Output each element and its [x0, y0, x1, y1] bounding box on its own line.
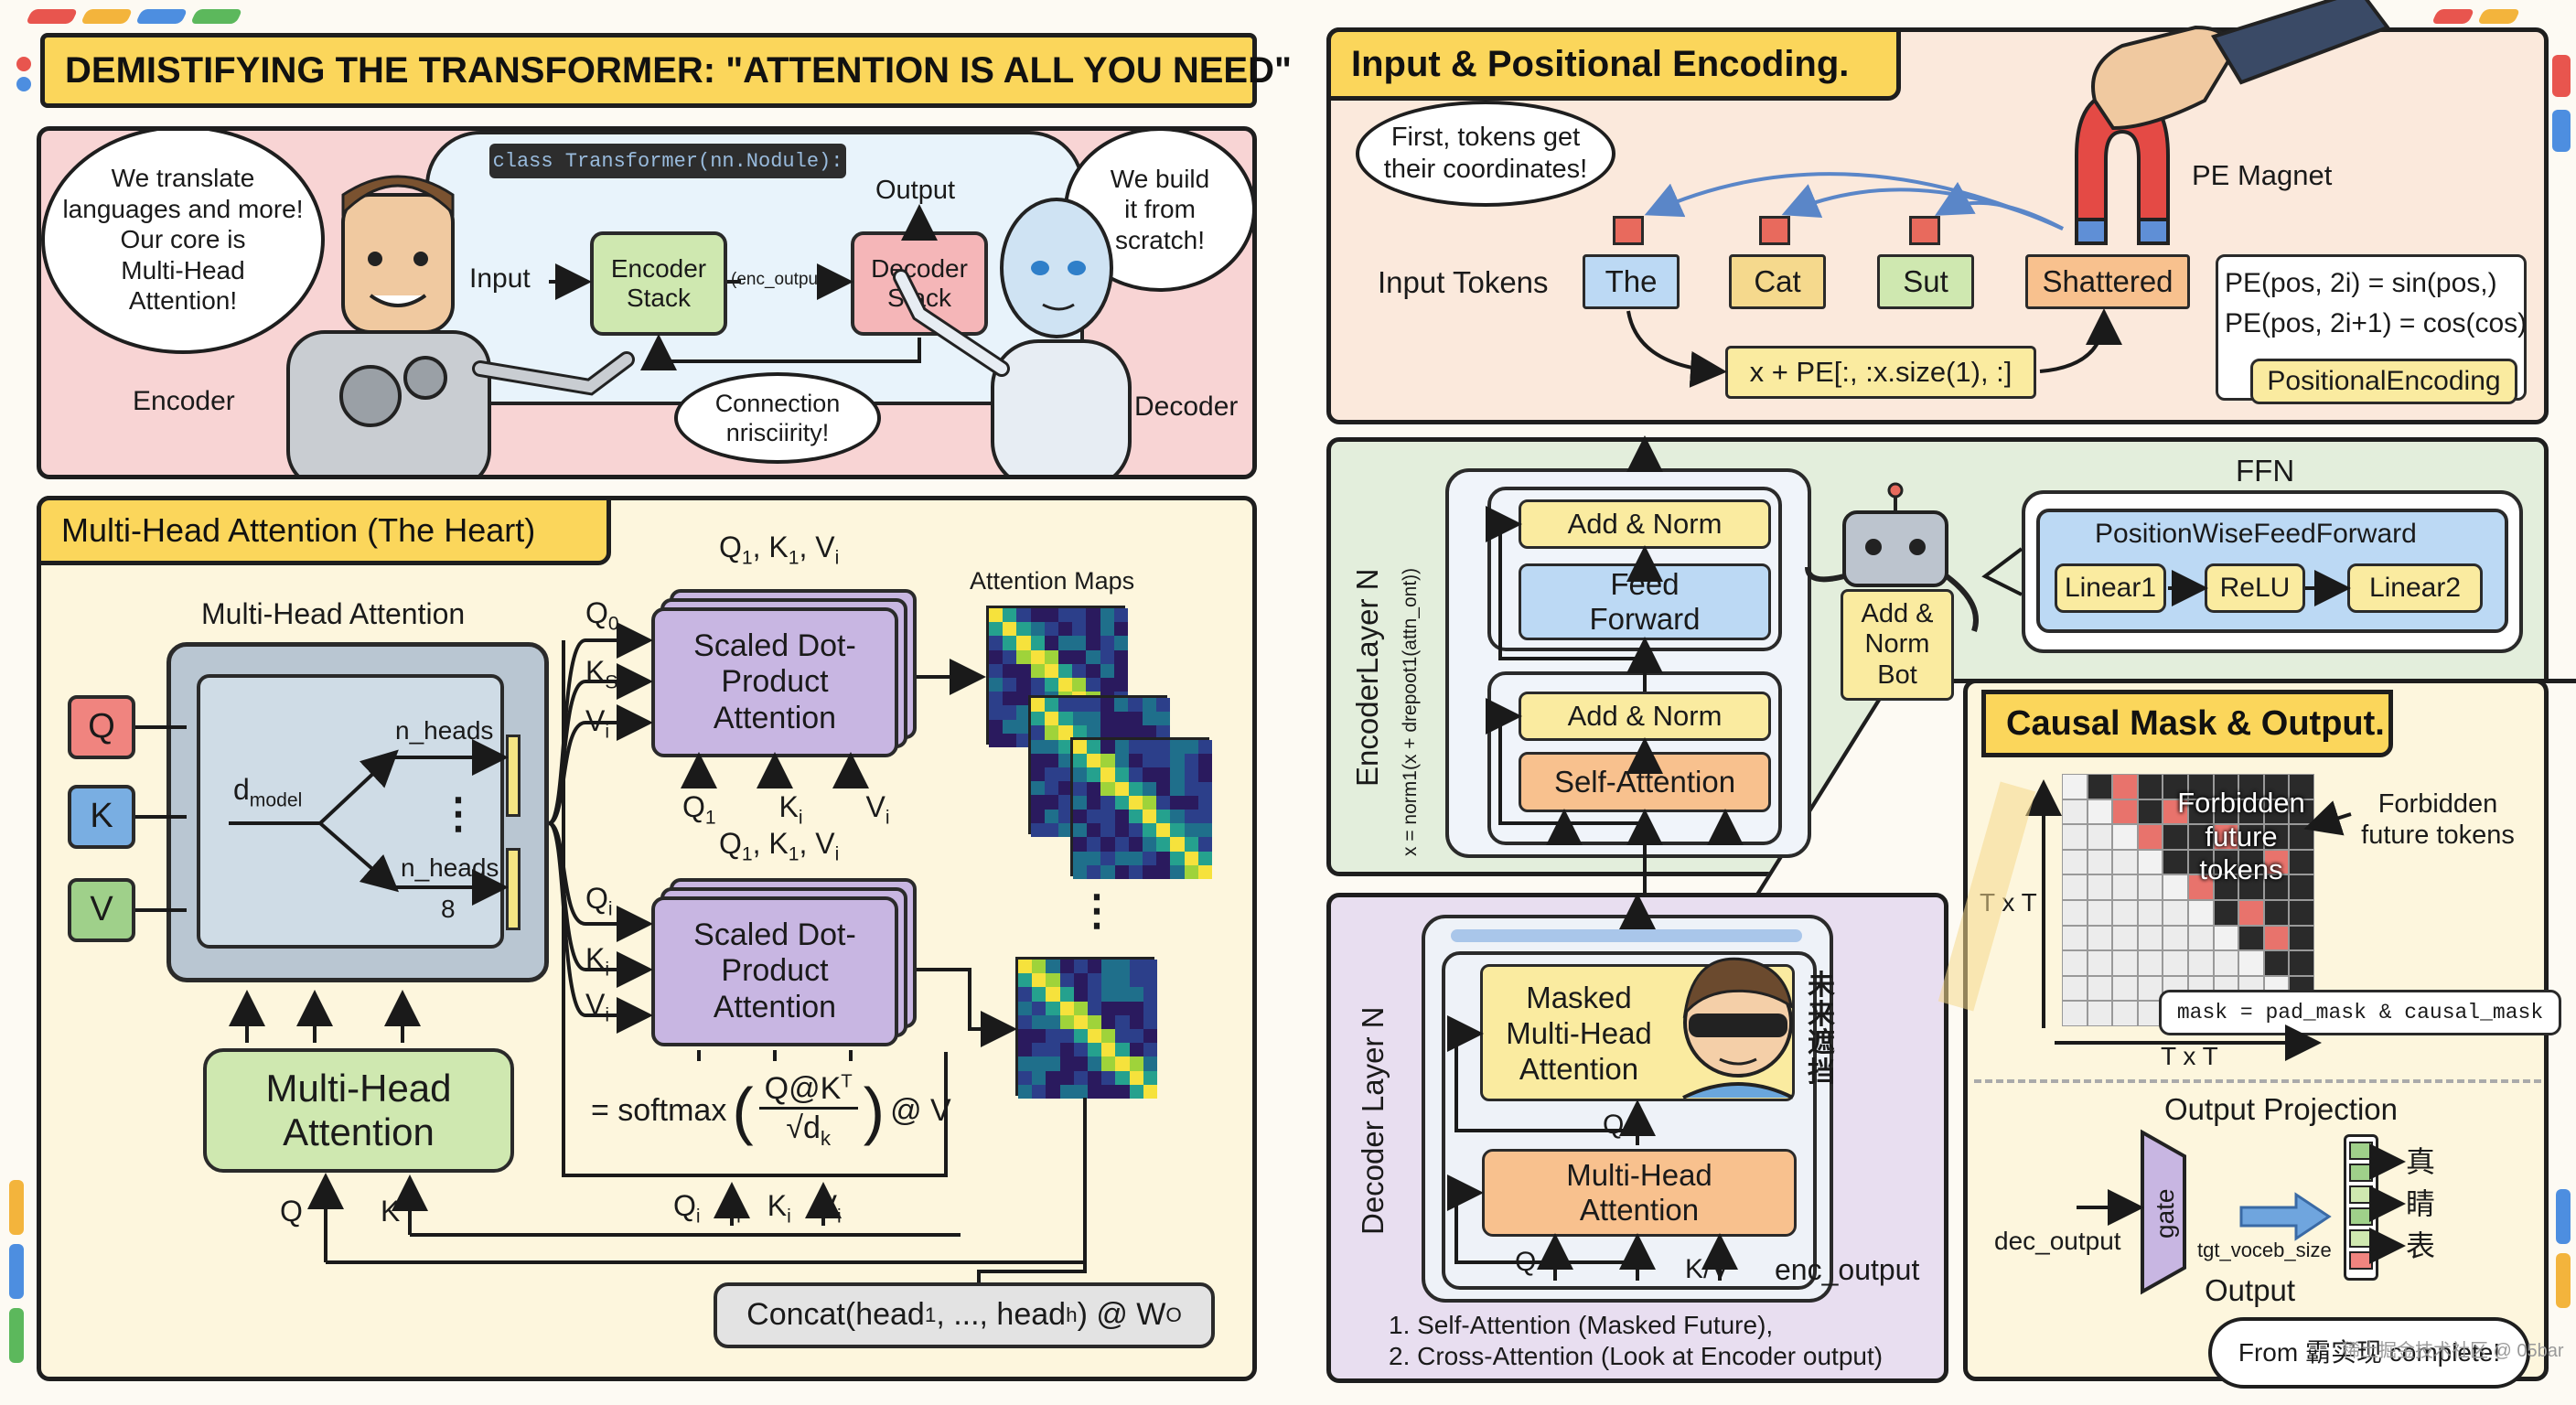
sdpa-bottom[interactable]: Scaled Dot- Product Attention — [651, 896, 898, 1046]
encoder-robot — [286, 175, 1132, 475]
encoder-self-attention[interactable]: Self-Attention — [1519, 752, 1771, 812]
softmax-formula: = softmax ( Q@KT √dk ) @ V — [591, 1071, 951, 1150]
encoder-label: Encoder — [133, 386, 235, 416]
corner-confetti-decoration — [9, 9, 2571, 1363]
attention-map — [1015, 957, 1157, 1099]
pe-cube-3 — [1909, 216, 1940, 245]
pe-cube-2 — [1759, 216, 1790, 245]
ffn-class-label: PositionWiseFeedForward — [2095, 519, 2417, 549]
head-top-bottom-labels: Q1 Ki Vi — [682, 790, 890, 829]
code-label: class Transformer(nn.Nodule): — [489, 144, 846, 178]
decoder-label: Decoder — [1134, 391, 1239, 422]
bottom-q-label: Q — [280, 1195, 303, 1228]
decoder-mha[interactable]: Multi-Head Attention — [1482, 1149, 1797, 1237]
attention-map — [1070, 737, 1212, 879]
output-projection-label: Output Projection — [2164, 1092, 2398, 1126]
output-label-bottom: Output — [2205, 1273, 2296, 1307]
attention-maps-label: Attention Maps — [970, 567, 1135, 595]
causal-title: Causal Mask & Output. — [1981, 690, 2393, 757]
from-complete-bubble: From 霸实现 complete! — [2208, 1317, 2530, 1389]
mha-module-box[interactable] — [166, 642, 549, 982]
ffn-relu[interactable]: ReLU — [2205, 563, 2305, 613]
out-char-1: 真 — [2406, 1145, 2436, 1178]
sdpa-top[interactable]: Scaled Dot- Product Attention — [651, 607, 898, 757]
eight-label: 8 — [441, 895, 456, 923]
magnet-hand-icon — [2075, 0, 2391, 245]
encoder-add-norm-2[interactable]: Add & Norm — [1519, 692, 1771, 741]
pe-class-box[interactable]: PositionalEncoding — [2250, 359, 2517, 404]
mha-title: Multi-Head Attention (The Heart) — [37, 496, 611, 565]
main-title: DEMISTIFYING THE TRANSFORMER: "ATTENTION… — [40, 33, 1292, 108]
intro-panel: class Transformer(nn.Nodule): Input Enco… — [37, 126, 1257, 479]
input-label: Input — [469, 263, 531, 294]
decoder-enc-output: enc_output — [1775, 1253, 1920, 1286]
out-char-3: 表 — [2406, 1229, 2436, 1262]
forbidden-inner: Forbidden future tokens — [2177, 787, 2305, 886]
k-input[interactable]: K — [68, 785, 135, 849]
head-top-qkv: Q1, K1, Vi — [719, 531, 840, 569]
vocab-label: tgt_voceb_size — [2197, 1239, 2332, 1261]
token-sut[interactable]: Sut — [1877, 254, 1974, 309]
connection-bubble: Connection nrisciirity! — [674, 372, 881, 464]
decoder-inner-frame — [1442, 951, 1817, 1290]
token-shattered[interactable]: Shattered — [2025, 254, 2190, 309]
decoder-note-2: 2. Cross-Attention (Look at Encoder outp… — [1389, 1342, 1884, 1370]
q-input[interactable]: Q — [68, 695, 135, 759]
v-input[interactable]: V — [68, 878, 135, 942]
decoder-note-1: 1. Self-Attention (Masked Future), — [1389, 1311, 1774, 1339]
pe-cube-1 — [1613, 216, 1644, 245]
head-bottom-qkv: Q1, K1, Vi — [719, 827, 840, 865]
watermark: 稀土掘金技术社区 @ 05bar — [2342, 1341, 2564, 1361]
head-top-q0: Q0 — [585, 596, 619, 635]
head-bottom-qi: Qi — [585, 882, 613, 920]
pe-line2: PE(pos, 2i+1) = cos(cos) — [2225, 308, 2528, 338]
forbidden-outer: Forbidden future tokens — [2361, 789, 2515, 851]
n-heads-dots: ⋮ — [437, 789, 479, 837]
d-model-label: dmodel — [233, 773, 303, 811]
attention-maps-dots: ⋮ — [1076, 886, 1118, 934]
masked-mha-label: Masked Multi-Head Attention — [1506, 981, 1652, 1086]
pe-title: Input & Positional Encoding. — [1326, 27, 1901, 101]
encoder-add-norm-1[interactable]: Add & Norm — [1519, 499, 1771, 549]
output-label: Output — [875, 176, 956, 205]
pe-bubble: First, tokens get their coordinates! — [1356, 101, 1615, 207]
ffn-title: FFN — [2236, 454, 2295, 488]
intro-arrows — [549, 204, 938, 370]
pe-formula-box[interactable]: x + PE[:, :x.size(1), :] — [1725, 346, 2036, 399]
out-char-2: 睛 — [2406, 1187, 2436, 1220]
decoder-robot-icon — [893, 198, 1132, 475]
token-cat[interactable]: Cat — [1729, 254, 1826, 309]
encoder-robot-icon — [286, 175, 635, 475]
input-tokens-label: Input Tokens — [1378, 265, 1549, 299]
pe-line1: PE(pos, 2i) = sin(pos,) — [2225, 268, 2497, 298]
decoder-progress-bar — [1451, 929, 1802, 942]
token-the[interactable]: The — [1583, 254, 1680, 309]
mask-cjk-label: 未 来 遮 挡 — [1808, 971, 1835, 1088]
enc-output-label: (enc_output) — [731, 270, 829, 289]
ffn-linear1[interactable]: Linear1 — [2055, 563, 2166, 613]
dec-output-label: dec_output — [1994, 1227, 2121, 1255]
speech-bubble-left: We translate languages and more! Our cor… — [41, 131, 325, 354]
txt-bottom-label: T x T — [2161, 1042, 2218, 1070]
mha-big-box[interactable]: Multi-Head Attention — [203, 1048, 514, 1173]
pe-magnet-label: PE Magnet — [2192, 159, 2333, 191]
add-norm-bot-label: Add & Norm Bot — [1841, 589, 1954, 701]
mask-code-box[interactable]: mask = pad_mask & causal_mask — [2159, 990, 2561, 1035]
mha-module-label: Multi-Head Attention — [201, 597, 466, 630]
causal-output-split — [1974, 1079, 2541, 1083]
